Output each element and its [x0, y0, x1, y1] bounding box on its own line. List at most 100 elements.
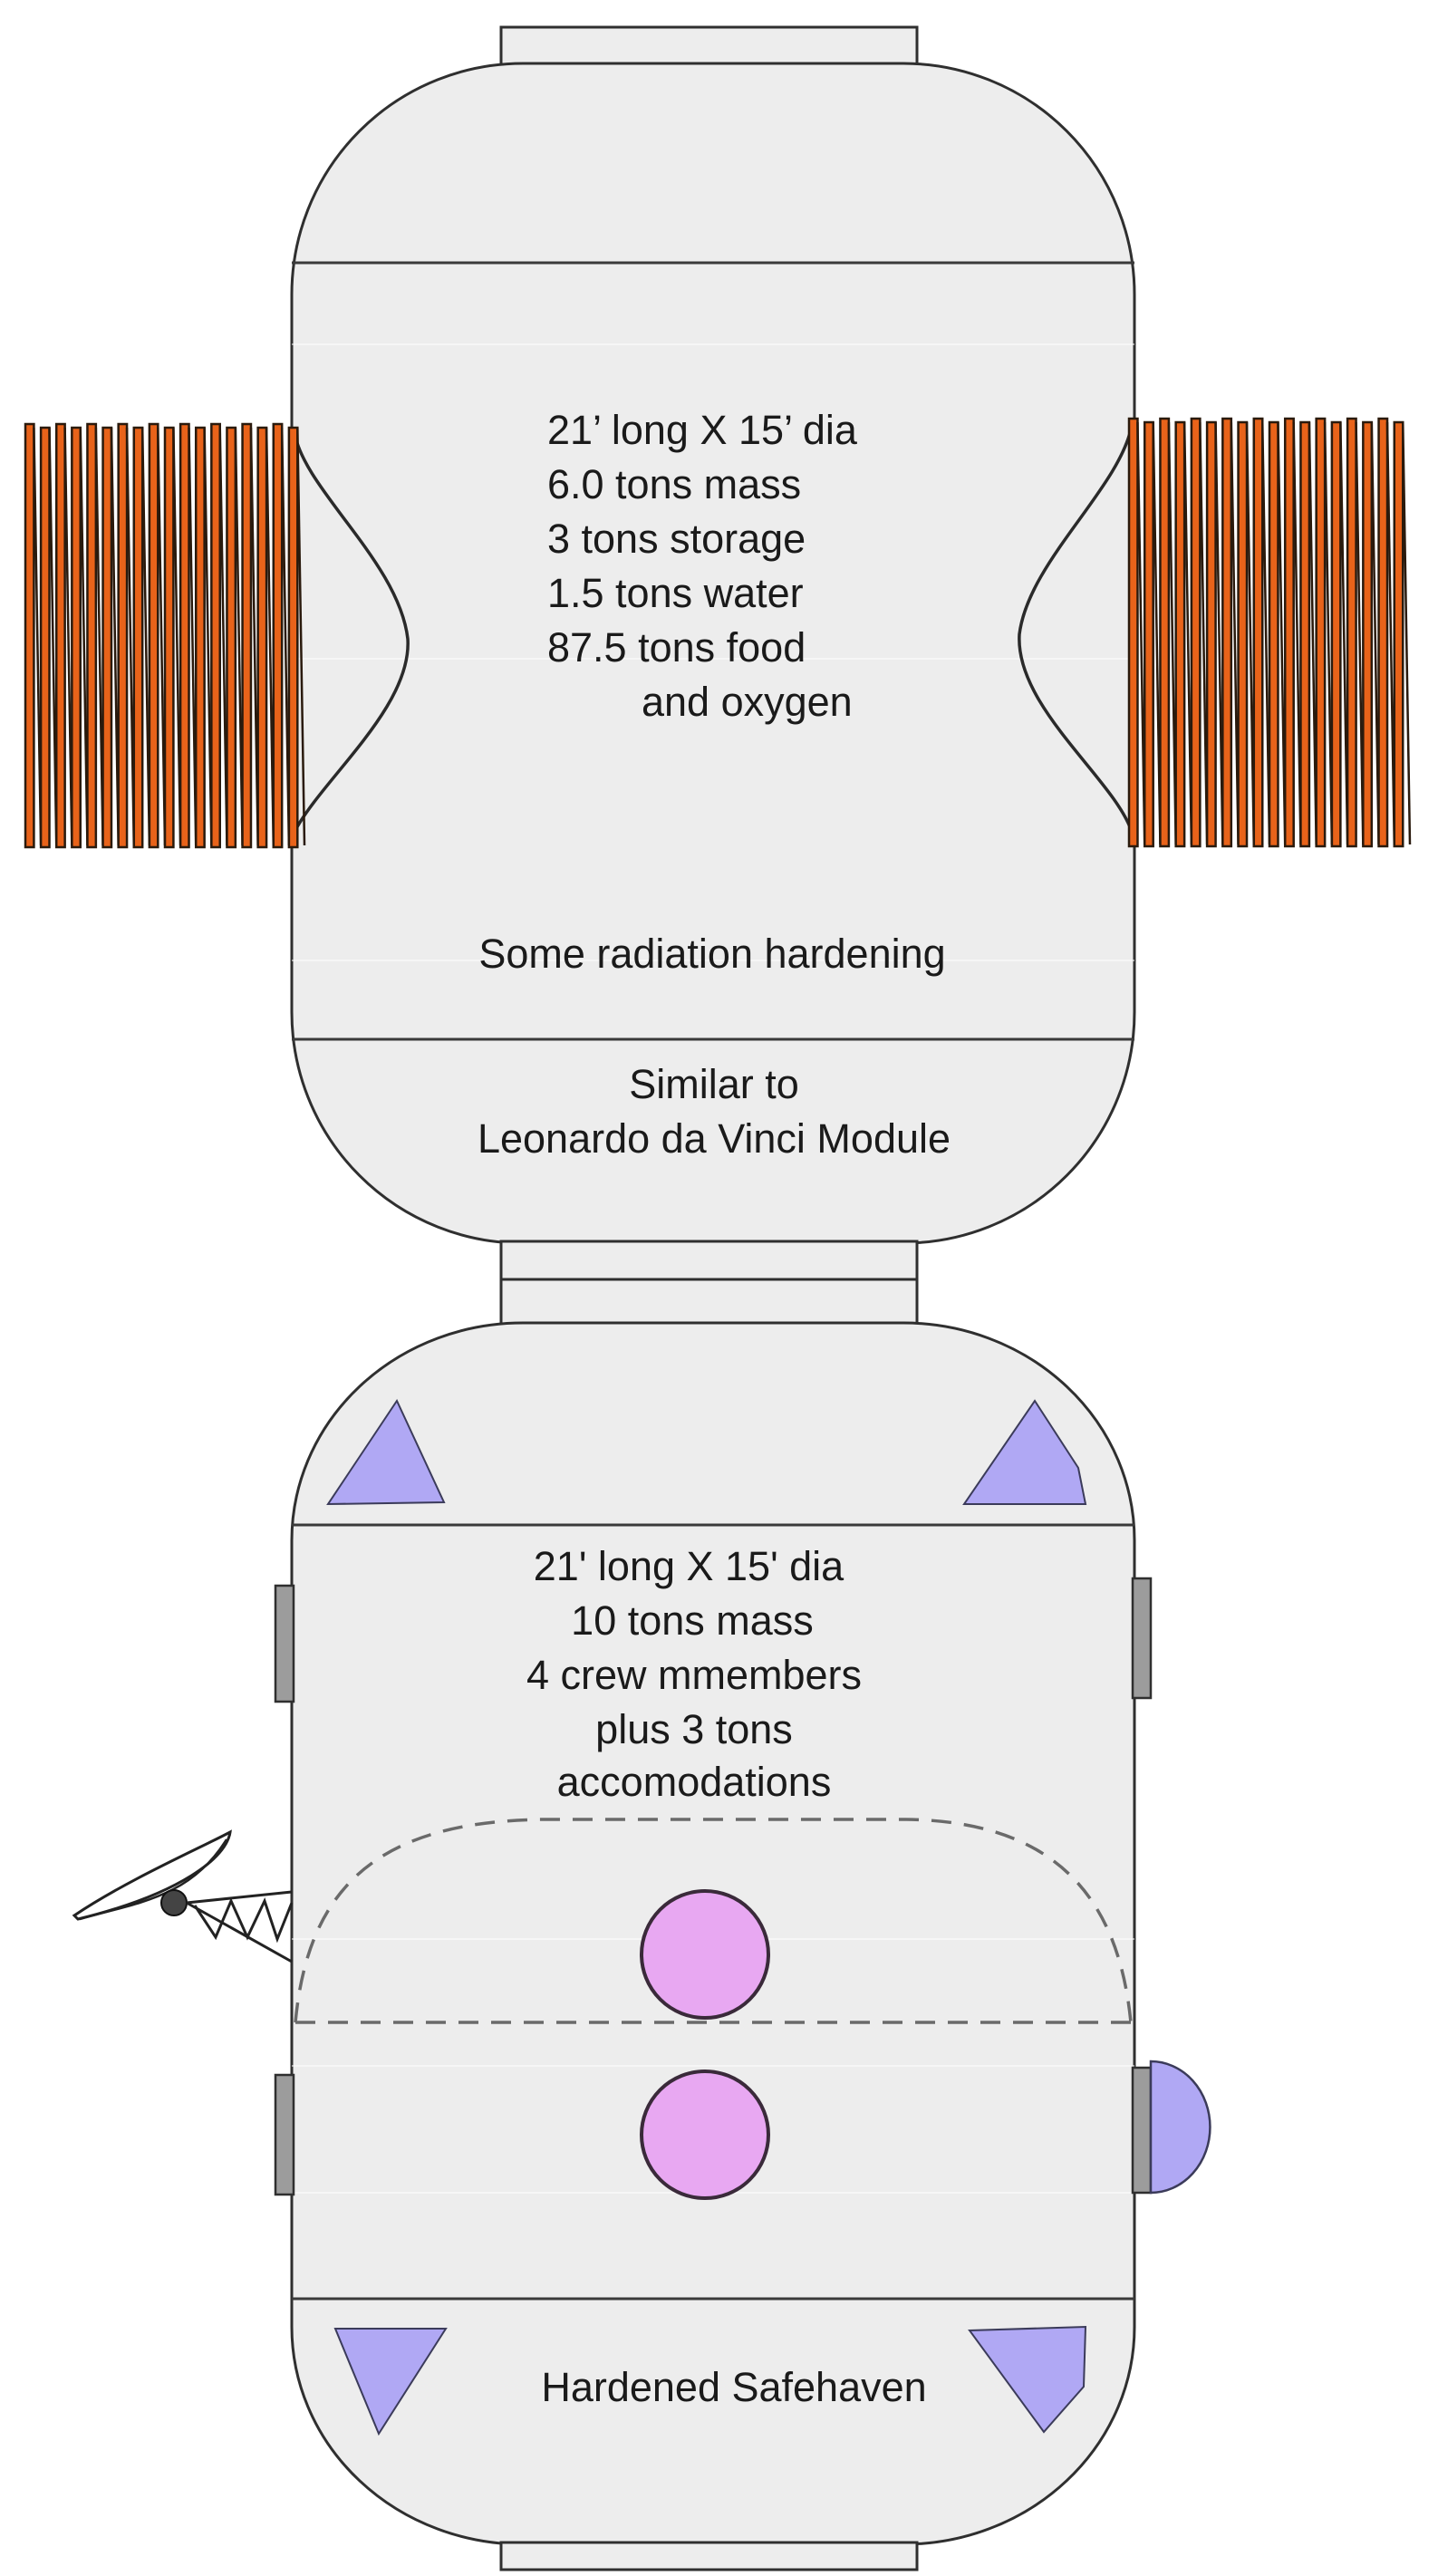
- right-coil-wrap: [1385, 421, 1396, 845]
- right-coil-turn: [1174, 420, 1186, 848]
- left-lower-hatch: [274, 2073, 295, 2196]
- right-coil-wrap: [1402, 421, 1412, 845]
- lower-spec-line: plus 3 tons: [595, 1706, 793, 1752]
- right-coil-turn: [1362, 420, 1374, 848]
- left-coil-wrap: [63, 427, 73, 846]
- left-coil-turn: [148, 422, 159, 849]
- left-coil-wrap: [280, 427, 291, 846]
- left-coil-wrap: [249, 427, 259, 846]
- right-coil-turn: [1205, 420, 1217, 848]
- upper-spec-line: 87.5 tons food: [547, 624, 806, 671]
- left-coil-turn: [101, 426, 113, 849]
- right-coil-wrap: [1261, 421, 1271, 845]
- left-coil-wrap: [33, 427, 43, 846]
- left-coil-turn: [241, 422, 253, 849]
- right-coil-wrap: [1214, 421, 1224, 845]
- hardened-safehaven-label: Hardened Safehaven: [541, 2364, 926, 2410]
- left-coil-wrap: [48, 427, 58, 846]
- left-coil-wrap: [79, 427, 89, 846]
- left-coil-wrap: [188, 427, 198, 846]
- right-upper-hatch: [1131, 1577, 1153, 1700]
- left-coil-turn: [179, 422, 190, 849]
- left-coil-wrap: [218, 427, 228, 846]
- right-coil-wrap: [1136, 421, 1146, 845]
- right-coil-turn: [1252, 417, 1264, 848]
- left-coil-wrap: [234, 427, 244, 846]
- right-coil-turn: [1315, 417, 1327, 848]
- upper-spec-line: and oxygen: [642, 679, 853, 725]
- upper-spec-line: 6.0 tons mass: [547, 461, 801, 507]
- right-coil-wrap: [1152, 421, 1162, 845]
- left-coil-turn: [256, 426, 268, 849]
- safehaven-dome-outline: [294, 1818, 1133, 2023]
- left-coil-turn: [132, 426, 144, 849]
- upper-left-coil-mount-curve: [293, 431, 410, 833]
- inter-module-connector-lower: [499, 1278, 919, 1327]
- right-coil-turn: [1299, 420, 1311, 848]
- left-coil-wrap: [140, 427, 151, 846]
- left-coil-turn: [210, 422, 221, 849]
- left-coil-turn: [272, 422, 284, 849]
- right-coil-turn: [1346, 417, 1357, 848]
- window-top-right-icon: [962, 1399, 1087, 1505]
- upper-spec-line: 1.5 tons water: [547, 570, 804, 616]
- antenna-dish-icon: [72, 1829, 294, 1963]
- left-coil-turn: [194, 426, 206, 849]
- right-coil-wrap: [1230, 421, 1240, 845]
- upper-module: [290, 25, 1136, 1245]
- right-coil-turn: [1393, 420, 1404, 848]
- right-coil-wrap: [1370, 421, 1380, 845]
- lower-spec-line: accomodations: [557, 1759, 832, 1805]
- left-coil-wrap: [296, 427, 306, 846]
- leonardo-module-label: Leonardo da Vinci Module: [478, 1115, 951, 1162]
- left-coil-turn: [54, 422, 66, 849]
- window-top-left-icon: [326, 1398, 446, 1506]
- right-coil-wrap: [1339, 421, 1349, 845]
- left-coil-turn: [39, 426, 51, 849]
- lower-bottom-docking-port: [499, 2541, 919, 2571]
- right-coil-turn: [1330, 420, 1342, 848]
- left-coil-turn: [226, 426, 237, 849]
- upper-spec-line: 3 tons storage: [547, 516, 806, 562]
- lower-spec-line: 10 tons mass: [571, 1597, 814, 1644]
- right-coil-turn: [1127, 417, 1139, 848]
- right-coil-wrap: [1199, 421, 1209, 845]
- lower-module-specs: 21' long X 15' dia 10 tons mass 4 crew m…: [526, 1543, 862, 1805]
- right-coil-wrap: [1323, 421, 1334, 845]
- left-coil-turn: [71, 426, 82, 849]
- upper-module-specs: 21’ long X 15’ dia 6.0 tons mass 3 tons …: [547, 407, 858, 725]
- left-coil-wrap: [203, 427, 213, 846]
- right-coil-wrap: [1292, 421, 1302, 845]
- left-coil-turn: [117, 422, 129, 849]
- right-coil-turn: [1377, 417, 1389, 848]
- right-viewport-icon: [1149, 2060, 1211, 2195]
- similar-to-label: Similar to: [629, 1061, 799, 1107]
- upper-spec-line: 21’ long X 15’ dia: [547, 407, 858, 453]
- right-coil-turn: [1221, 417, 1233, 848]
- left-coil-wrap: [265, 427, 275, 846]
- left-coil-wrap: [157, 427, 167, 846]
- left-coil-wrap: [110, 427, 120, 846]
- right-coil-wrap: [1355, 421, 1365, 845]
- right-lower-hatch: [1131, 2066, 1153, 2195]
- right-coil-turn: [1159, 417, 1171, 848]
- lower-spec-line: 4 crew mmembers: [526, 1652, 862, 1698]
- right-radiation-coil: [1127, 417, 1412, 848]
- right-coil-wrap: [1167, 421, 1177, 845]
- right-coil-turn: [1237, 420, 1249, 848]
- left-coil-turn: [24, 422, 35, 849]
- radiation-hardening-label: Some radiation hardening: [478, 931, 945, 977]
- right-coil-wrap: [1308, 421, 1317, 845]
- upper-right-coil-mount-curve: [1018, 425, 1134, 833]
- left-coil-wrap: [125, 427, 136, 846]
- window-bottom-right-icon: [968, 2325, 1087, 2434]
- inter-module-connector: [499, 1240, 919, 1281]
- left-coil-wrap: [94, 427, 104, 846]
- left-coil-wrap: [172, 427, 182, 846]
- right-coil-wrap: [1182, 421, 1193, 845]
- left-upper-hatch: [274, 1584, 295, 1703]
- right-coil-wrap: [1245, 421, 1256, 845]
- lower-spec-line: 21' long X 15' dia: [534, 1543, 844, 1589]
- left-radiation-coil: [24, 422, 306, 849]
